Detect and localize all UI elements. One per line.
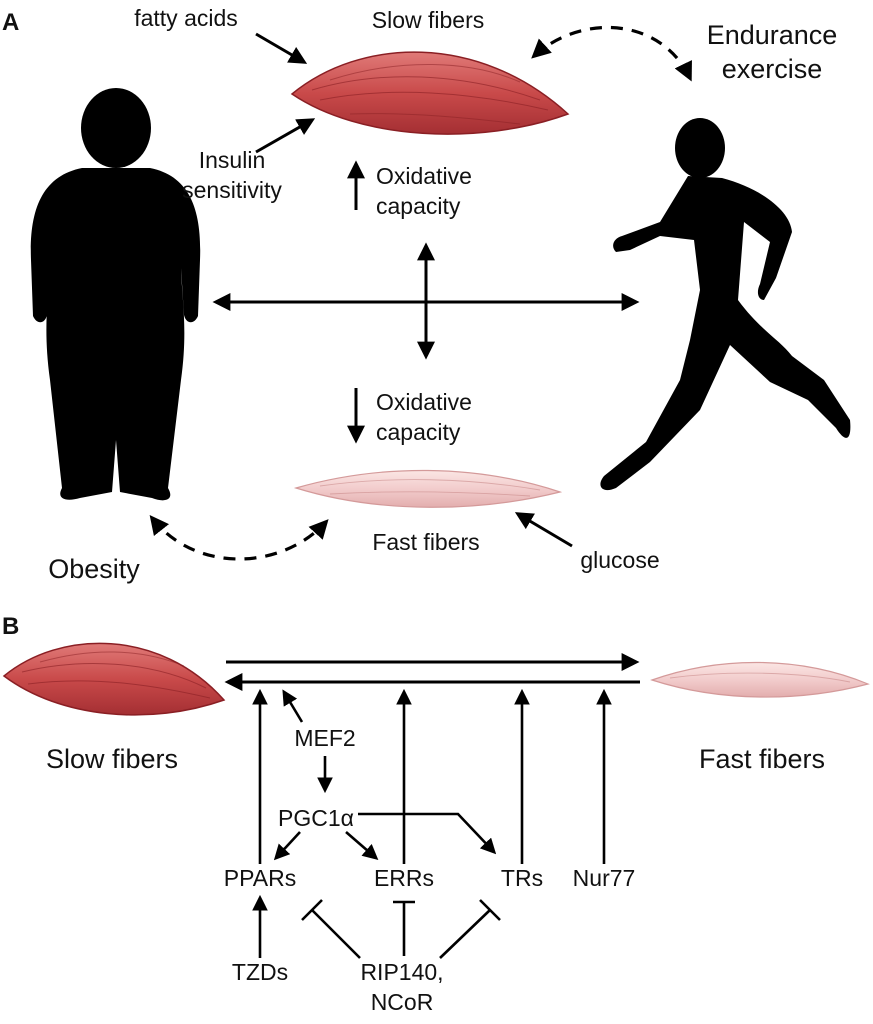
oxidative-up-line1: Oxidative: [376, 163, 472, 189]
mef2-to-slow-arrow: [282, 689, 304, 723]
tzds-label: TZDs: [232, 959, 288, 985]
rip140-inhibits-trs: [439, 899, 501, 959]
slow-fiber-muscle-icon-b: [2, 642, 226, 716]
rip140-inhibits-errs: [393, 900, 415, 956]
fast-fiber-muscle-icon-b: [650, 661, 870, 698]
insulin-label-line2: sensitivity: [182, 177, 282, 203]
mef2-label: MEF2: [294, 725, 355, 751]
slow-fiber-muscle-icon: [290, 51, 570, 135]
slow-fibers-label-b: Slow fibers: [46, 744, 178, 774]
pgc1a-to-errs-arrow: [345, 831, 379, 861]
obese-person-icon: [30, 88, 201, 501]
slow-fibers-label-top: Slow fibers: [372, 7, 484, 33]
fast-fiber-muscle-icon: [293, 469, 563, 508]
rip140-label-line1: RIP140,: [360, 959, 443, 985]
endurance-label-line2: exercise: [722, 54, 823, 84]
panel-b-letter: B: [2, 613, 19, 640]
fatty-acids-arrow: [255, 32, 308, 64]
trs-label: TRs: [501, 865, 543, 891]
rip140-label-line2: NCoR: [371, 989, 434, 1015]
oxidative-up-line2: capacity: [376, 193, 461, 219]
fast-fibers-label-mid: Fast fibers: [372, 529, 479, 555]
pgc1a-label: PGC1α: [278, 805, 354, 831]
rip140-inhibits-ppars: [301, 899, 361, 959]
nur77-label: Nur77: [573, 865, 636, 891]
fast-fibers-label-b: Fast fibers: [699, 744, 825, 774]
glucose-label: glucose: [580, 547, 659, 573]
endurance-label-line1: Endurance: [707, 20, 838, 50]
glucose-arrow: [514, 512, 573, 548]
insulin-label-line1: Insulin: [199, 147, 265, 173]
endurance-dashed-arrow: [531, 25, 692, 82]
obesity-label: Obesity: [48, 554, 140, 584]
pgc1a-to-trs-arrow: [358, 812, 497, 855]
obesity-dashed-arrow: [149, 514, 329, 561]
panel-a-letter: A: [2, 9, 19, 36]
oxidative-down-line2: capacity: [376, 419, 461, 445]
pgc1a-to-ppars-arrow: [273, 831, 301, 861]
oxidative-down-line1: Oxidative: [376, 389, 472, 415]
errs-label: ERRs: [374, 865, 434, 891]
ppars-label: PPARs: [224, 865, 296, 891]
runner-icon: [600, 118, 851, 491]
insulin-arrow: [255, 118, 316, 154]
fatty-acids-label: fatty acids: [134, 5, 238, 31]
